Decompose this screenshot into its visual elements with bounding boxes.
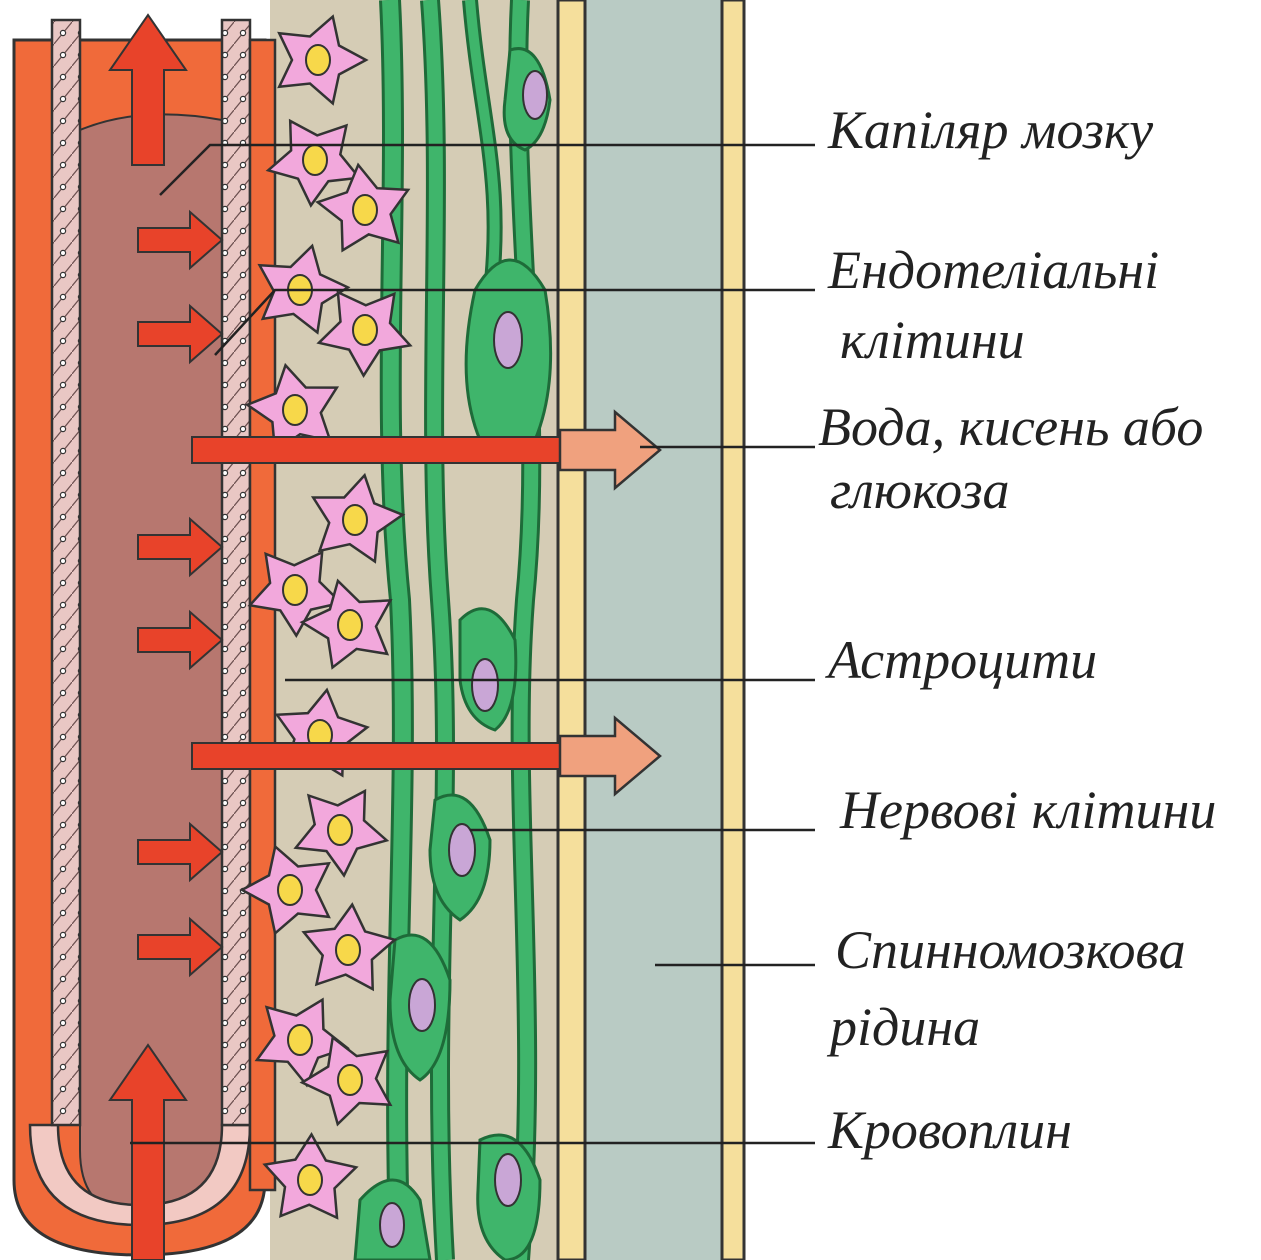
label-brain-capillary: Капіляр мозку (827, 100, 1153, 160)
astrocyte-nucleus (278, 875, 302, 905)
label-blood-flow: Кровоплин (827, 1100, 1072, 1160)
label-water-oxygen-glucose-line1: Вода, кисень або (818, 397, 1203, 457)
astrocyte-nucleus (343, 505, 367, 535)
label-cerebrospinal-fluid-line2: рідина (826, 997, 980, 1057)
astrocyte-nucleus (283, 575, 307, 605)
astrocyte-nucleus (298, 1165, 322, 1195)
astrocyte-nucleus (303, 145, 327, 175)
astrocyte-nucleus (328, 815, 352, 845)
cerebrospinal-fluid-region (585, 0, 725, 1260)
endothelial-layer-right (222, 20, 250, 1125)
astrocyte-nucleus (338, 1065, 362, 1095)
label-astrocytes: Астроцити (825, 630, 1097, 690)
astrocyte-nucleus (336, 935, 360, 965)
labels: Капіляр мозку Ендотеліальні клітини Вода… (818, 100, 1216, 1160)
astrocyte-nucleus (353, 195, 377, 225)
astrocyte-nucleus (283, 395, 307, 425)
astrocyte-nucleus (288, 1025, 312, 1055)
endothelial-layer-left (52, 20, 80, 1125)
label-water-oxygen-glucose-line2: глюкоза (830, 460, 1010, 520)
label-nerve-cells: Нервові клітини (839, 780, 1216, 840)
astrocyte-nucleus (306, 45, 330, 75)
label-endothelial-cells-line1: Ендотеліальні (827, 240, 1159, 300)
label-cerebrospinal-fluid-line1: Спинномозкова (835, 920, 1186, 980)
astrocyte-nucleus (338, 610, 362, 640)
label-endothelial-cells-line2: клітини (840, 310, 1025, 370)
astrocyte-nucleus (353, 315, 377, 345)
